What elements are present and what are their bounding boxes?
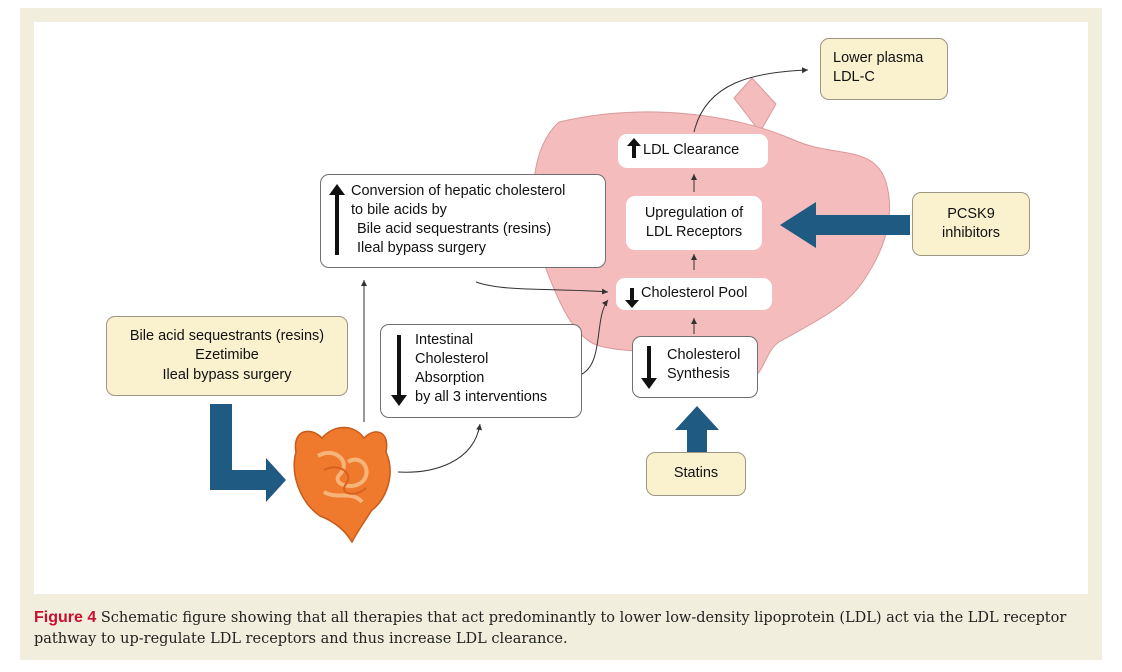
synthesis-line-1: Cholesterol: [667, 347, 741, 363]
ldl-clearance-label: LDL Clearance: [643, 142, 740, 159]
up-arrow-icon: [329, 184, 345, 255]
absorption-line-1: Intestinal: [415, 332, 474, 348]
interventions-arrow: [210, 404, 286, 502]
cholesterol-pool-label: Cholesterol Pool: [641, 285, 748, 302]
conversion-line-4: Ileal bypass surgery: [357, 240, 486, 257]
synthesis-line-2: Synthesis: [667, 366, 730, 383]
down-arrow-icon: [391, 335, 407, 406]
conversion-line-2: to bile acids by: [351, 202, 447, 219]
lower-plasma-line-1: Lower plasma: [833, 50, 924, 66]
statins-arrow: [675, 406, 719, 458]
pcsk9-line-2: inhibitors: [941, 225, 1001, 241]
statins-box: Statins: [646, 452, 746, 496]
pcsk9-arrow: [780, 202, 910, 248]
caption-text: Schematic figure showing that all therap…: [34, 610, 1067, 648]
down-arrow-icon: [625, 287, 639, 308]
upregulation-line-1: Upregulation of: [644, 204, 744, 221]
synthesis-box: Cholesterol Synthesis: [632, 336, 758, 398]
pcsk9-line-1: PCSK9: [947, 205, 995, 222]
pcsk9-box: PCSK9 inhibitors: [912, 192, 1030, 256]
figure-panel: Lower plasma LDL-C LDL Clearance Upregul…: [34, 22, 1088, 594]
absorption-line-3: Absorption: [415, 370, 485, 387]
connector-arrows: [361, 67, 809, 473]
lower-plasma-box: Lower plasma LDL-C: [820, 38, 948, 100]
conversion-line-1: Conversion of hepatic cholesterol: [351, 183, 566, 199]
intestine-illustration: [293, 426, 391, 544]
absorption-line-2: Cholesterol: [415, 351, 489, 368]
ldl-clearance-box: LDL Clearance: [618, 134, 768, 168]
absorption-box: Intestinal Cholesterol Absorption by all…: [380, 324, 582, 418]
conversion-box: Conversion of hepatic cholesterol to bil…: [320, 174, 606, 268]
figure-label: Figure 4: [34, 609, 97, 626]
interventions-box: Bile acid sequestrants (resins) Ezetimib…: [106, 316, 348, 396]
up-arrow-icon: [627, 137, 641, 158]
interventions-line-2: Ezetimibe: [195, 347, 259, 364]
cholesterol-pool-box: Cholesterol Pool: [616, 278, 772, 310]
conversion-line-3: Bile acid sequestrants (resins): [357, 221, 552, 238]
blue-arrows: [210, 202, 910, 502]
interventions-line-3: Ileal bypass surgery: [162, 366, 292, 383]
lower-plasma-line-2: LDL-C: [833, 69, 875, 86]
figure-caption: Figure 4 Schematic figure showing that a…: [34, 606, 1094, 650]
statins-label: Statins: [673, 465, 719, 482]
down-arrow-icon: [641, 346, 657, 389]
interventions-line-1: Bile acid sequestrants (resins): [129, 328, 325, 345]
upregulation-line-2: LDL Receptors: [645, 224, 743, 240]
diagram-canvas: [210, 67, 910, 544]
upregulation-box: Upregulation of LDL Receptors: [626, 196, 762, 250]
absorption-line-4: by all 3 interventions: [415, 389, 548, 406]
